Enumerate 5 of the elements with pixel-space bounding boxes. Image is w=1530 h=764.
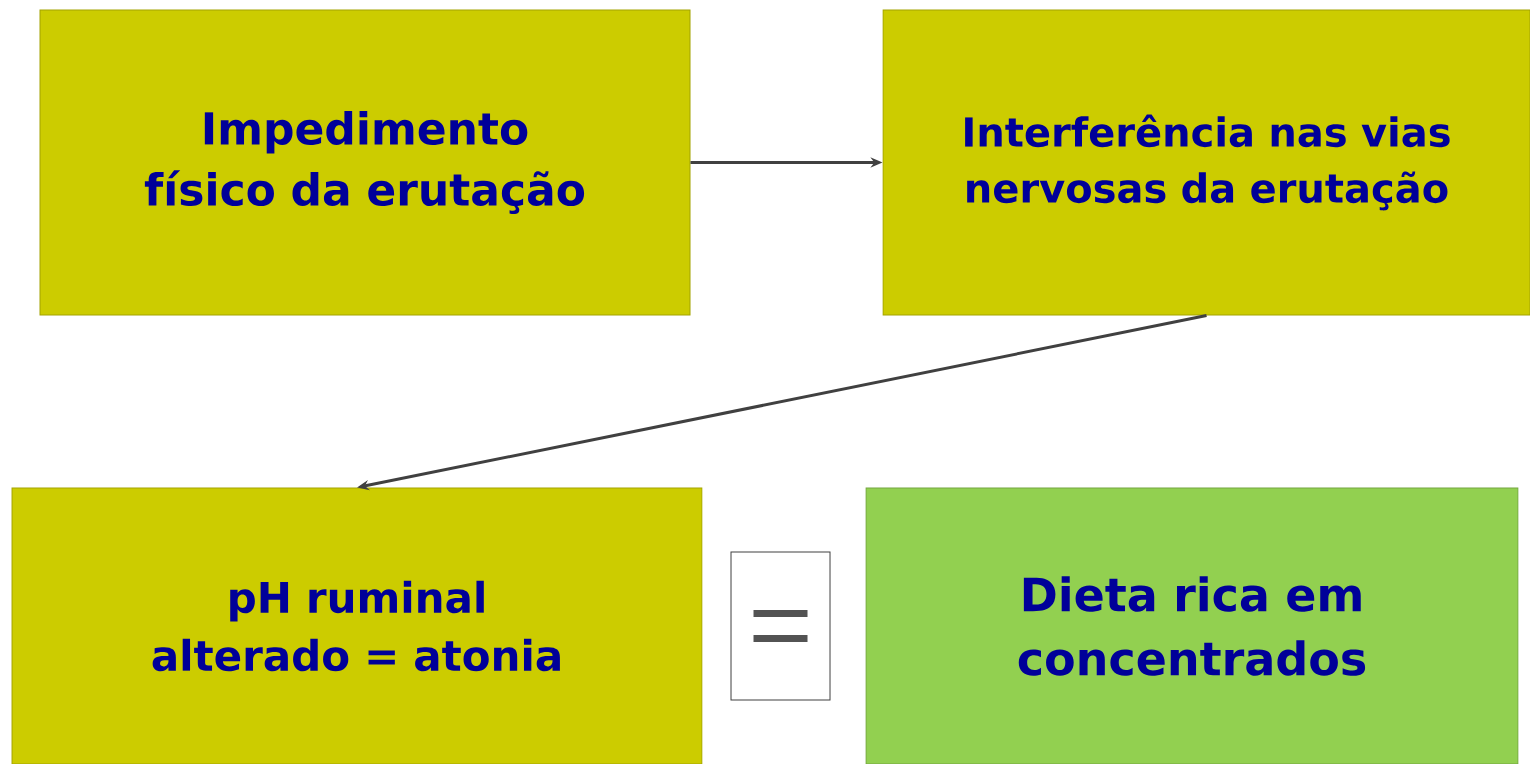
process-box: Dieta rica em concentrados [865,487,1519,764]
process-box: Interferência nas vias nervosas da erutação [882,9,1530,316]
process-box: Impedimento físico da erutação [39,9,691,316]
process-box: pH ruminal alterado = atonia [11,487,703,764]
equals-box [730,551,831,701]
